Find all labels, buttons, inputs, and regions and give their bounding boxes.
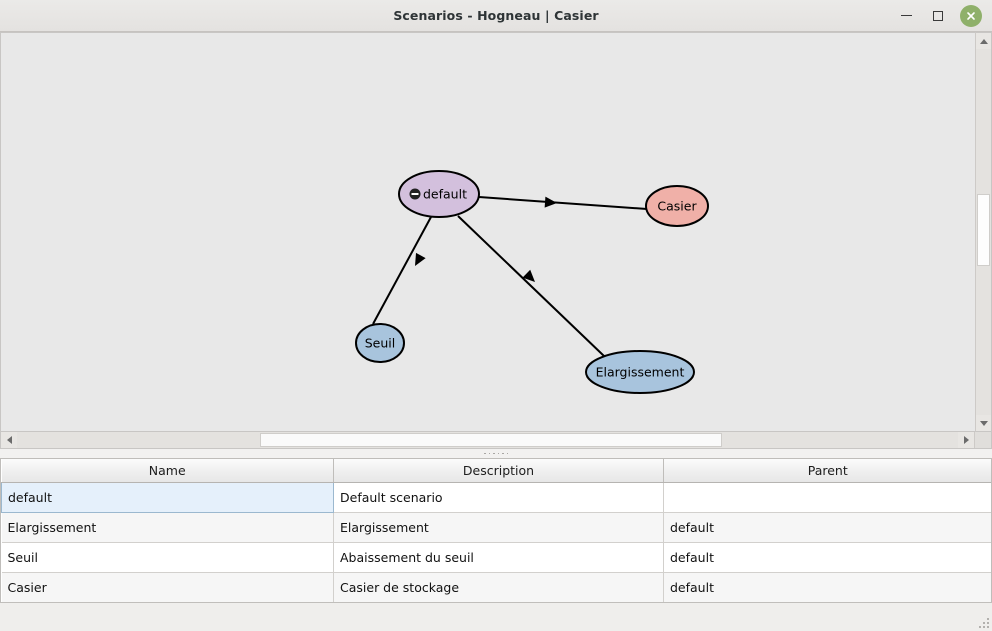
- horizontal-scroll-thumb[interactable]: [260, 433, 722, 447]
- window-controls: [890, 0, 986, 31]
- table-header-row: Name Description Parent: [1, 459, 991, 483]
- graph-node-casier[interactable]: Casier: [645, 185, 709, 227]
- triangle-up-icon: [979, 38, 988, 44]
- column-header-parent[interactable]: Parent: [663, 459, 991, 483]
- cell-parent[interactable]: [663, 482, 991, 513]
- cell-name[interactable]: Elargissement: [1, 512, 334, 543]
- column-header-name[interactable]: Name: [1, 459, 334, 483]
- column-header-description[interactable]: Description: [333, 459, 664, 483]
- node-label: Casier: [657, 199, 697, 214]
- triangle-down-icon: [979, 420, 988, 426]
- cell-description[interactable]: Abaissement du seuil: [333, 542, 664, 573]
- graph-node-elargissement[interactable]: Elargissement: [585, 350, 695, 394]
- splitter-handle[interactable]: [0, 449, 992, 458]
- graph-edge: [372, 216, 432, 325]
- scroll-down-button[interactable]: [976, 415, 991, 431]
- cell-name[interactable]: Casier: [1, 572, 334, 602]
- splitter-dots-icon: [484, 452, 508, 455]
- node-label: Seuil: [365, 336, 396, 351]
- close-button[interactable]: [954, 3, 986, 29]
- scroll-up-button[interactable]: [976, 33, 991, 49]
- minimize-icon: [900, 15, 912, 16]
- scroll-left-button[interactable]: [1, 432, 17, 448]
- node-label: Elargissement: [596, 365, 685, 380]
- graph-edge: [478, 196, 648, 210]
- triangle-left-icon: [6, 436, 12, 444]
- horizontal-scroll-track[interactable]: [17, 432, 958, 448]
- statusbar: [0, 602, 992, 631]
- close-icon: [960, 4, 982, 27]
- cell-parent[interactable]: default: [663, 512, 991, 543]
- node-shape[interactable]: [398, 170, 480, 218]
- graph-horizontal-scrollbar[interactable]: [0, 432, 992, 449]
- cell-description[interactable]: Casier de stockage: [333, 572, 664, 602]
- cell-parent[interactable]: default: [663, 572, 991, 602]
- node-shape[interactable]: [585, 350, 695, 394]
- maximize-button[interactable]: [922, 3, 954, 29]
- vertical-scroll-track[interactable]: [976, 49, 991, 415]
- cell-name[interactable]: Seuil: [1, 542, 334, 573]
- titlebar[interactable]: Scenarios - Hogneau | Casier: [0, 0, 992, 32]
- graph-vertical-scrollbar[interactable]: [975, 32, 992, 432]
- triangle-right-icon: [963, 436, 969, 444]
- cell-parent[interactable]: default: [663, 542, 991, 573]
- graph-node-default[interactable]: default: [398, 170, 480, 218]
- cell-name[interactable]: default: [1, 482, 334, 513]
- scrollbar-corner: [974, 432, 991, 448]
- node-shape[interactable]: [645, 185, 709, 227]
- window-title: Scenarios - Hogneau | Casier: [393, 8, 599, 23]
- vertical-scroll-thumb[interactable]: [977, 194, 990, 266]
- node-shape[interactable]: [355, 323, 405, 363]
- graph-edge-arrowhead: [415, 252, 426, 266]
- cell-description[interactable]: Default scenario: [333, 482, 664, 513]
- minimize-button[interactable]: [890, 3, 922, 29]
- resize-grip-icon[interactable]: [975, 614, 989, 628]
- graph-edge-arrowhead: [544, 196, 557, 208]
- graph-node-seuil[interactable]: Seuil: [355, 323, 405, 363]
- cell-description[interactable]: Elargissement: [333, 512, 664, 543]
- node-label: default: [423, 187, 467, 202]
- minus-circle-icon[interactable]: [409, 188, 421, 200]
- maximize-icon: [933, 10, 943, 21]
- scroll-right-button[interactable]: [958, 432, 974, 448]
- graph-edge-arrowhead: [522, 269, 535, 282]
- graph-edge: [457, 215, 605, 357]
